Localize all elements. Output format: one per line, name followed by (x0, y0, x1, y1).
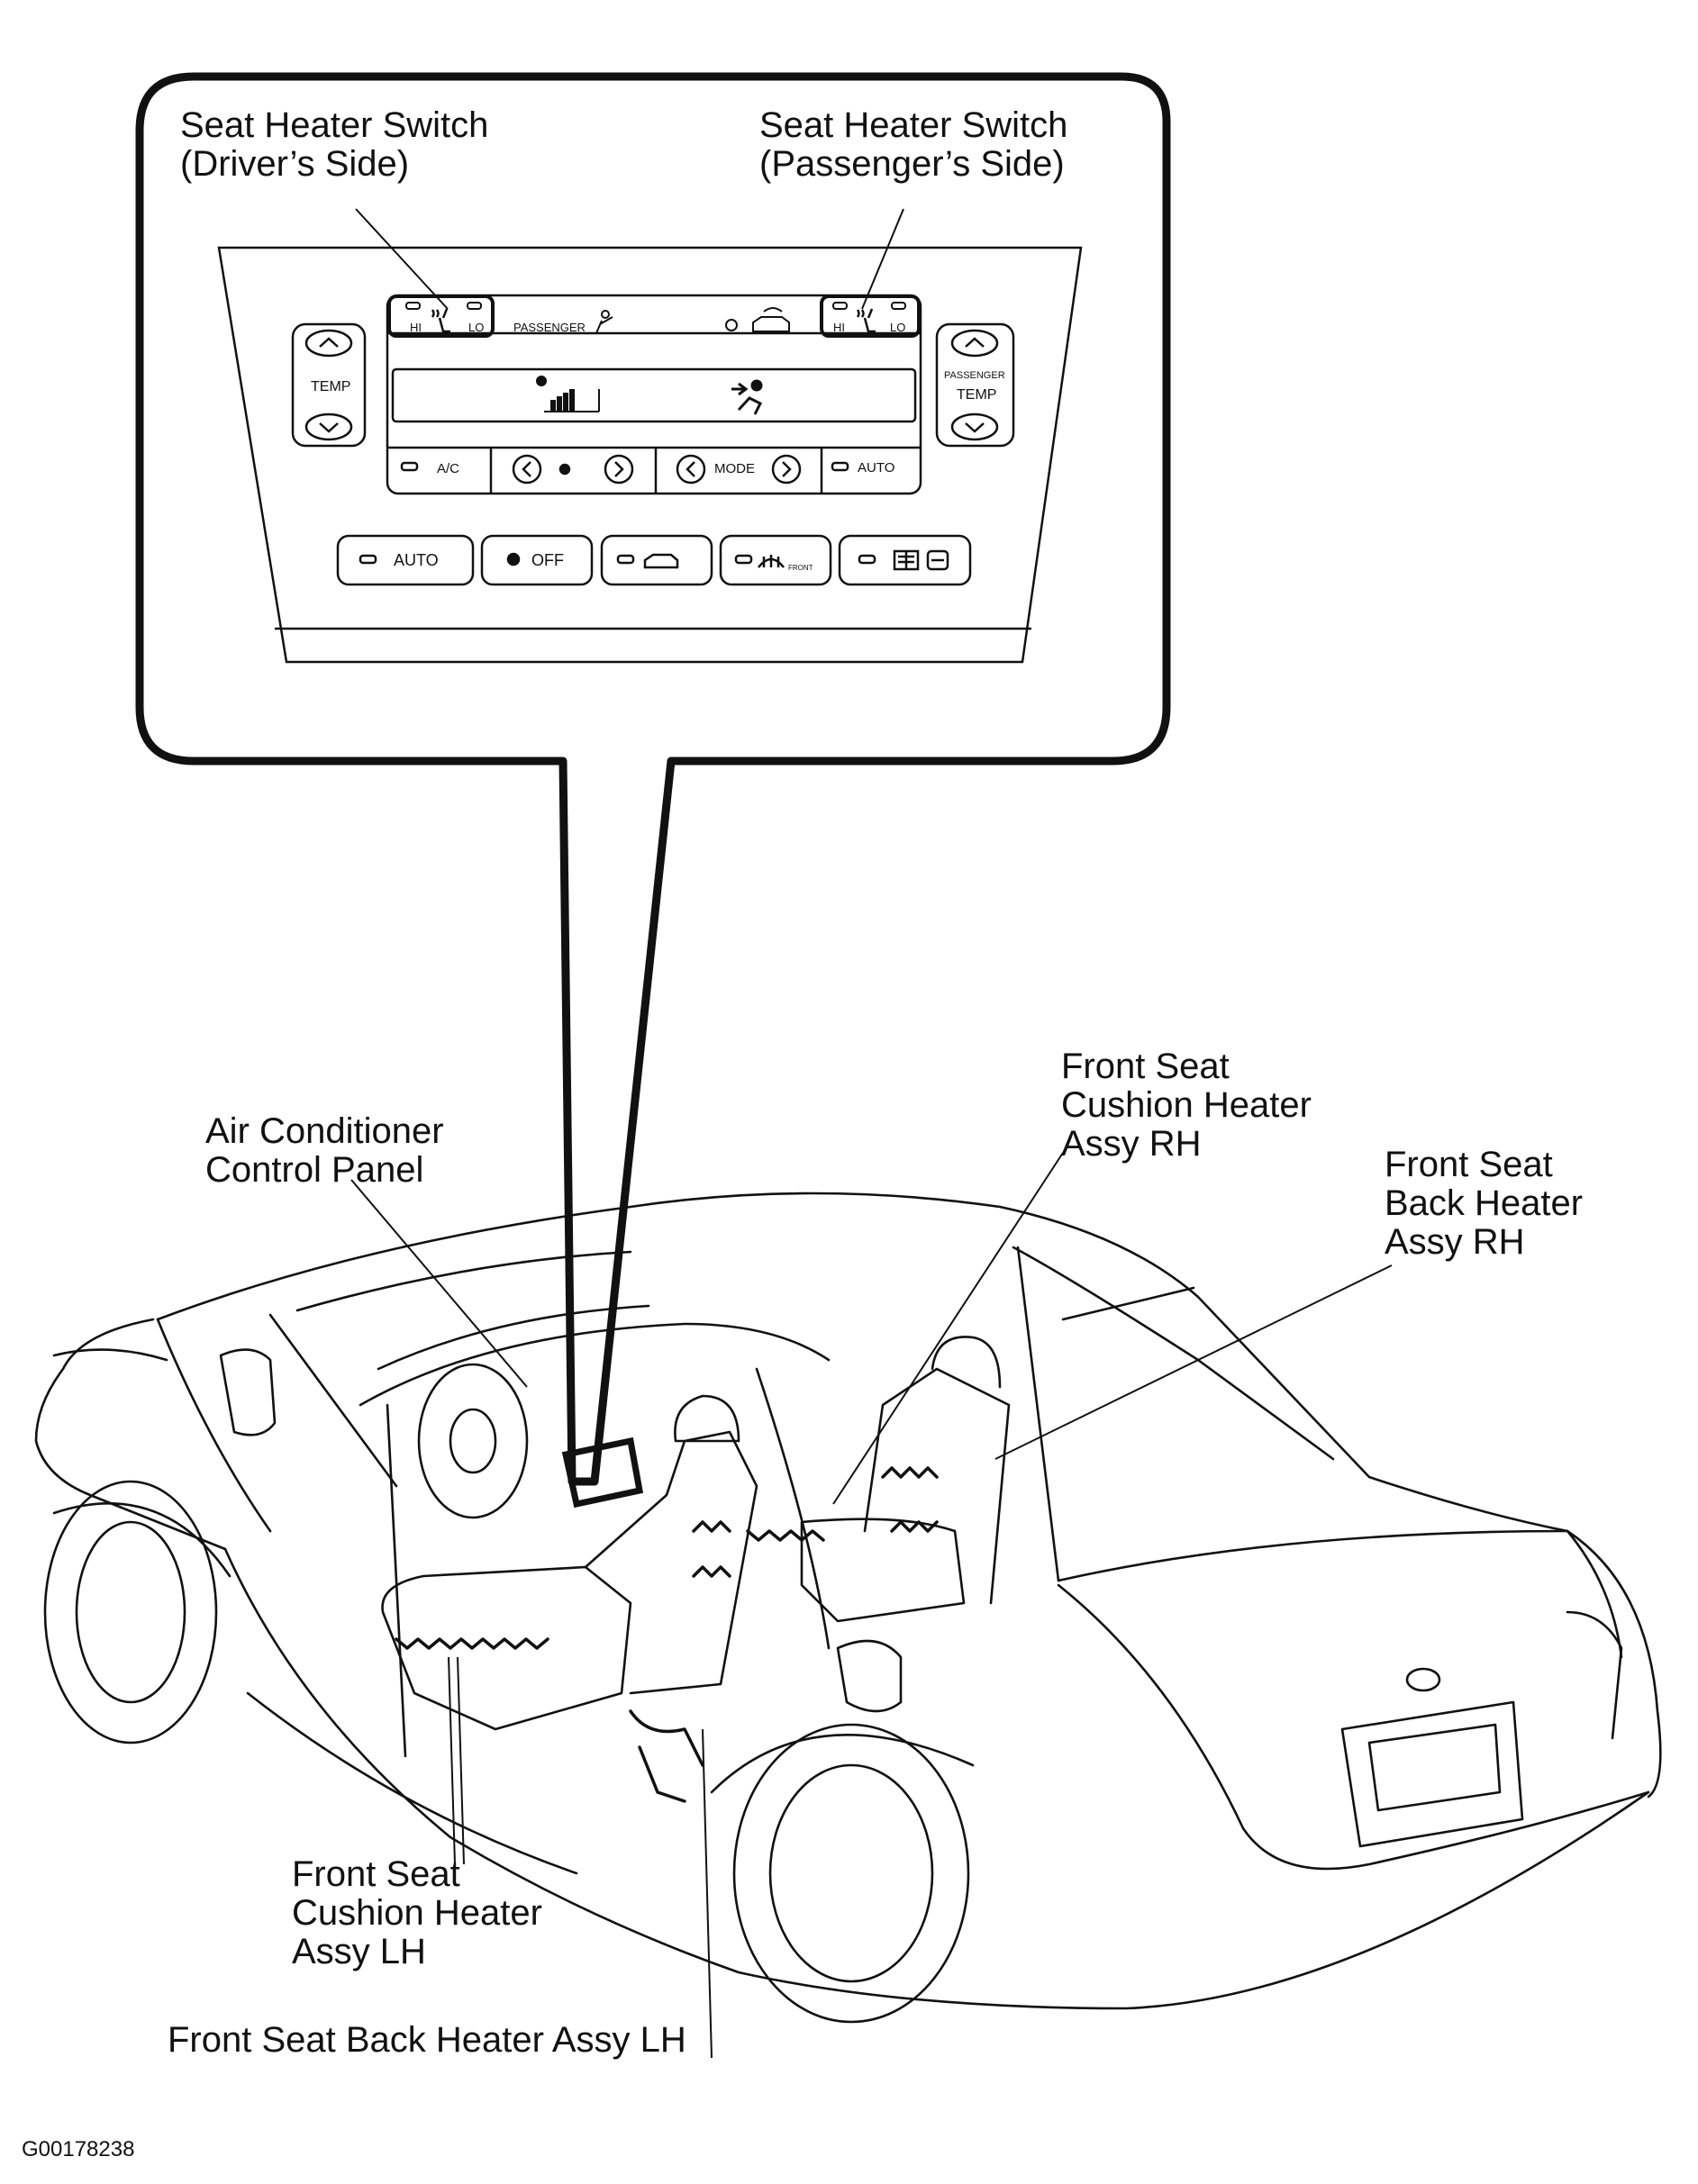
passenger-switch-line-1: Seat Heater Switch (759, 105, 1068, 145)
passenger-seat-belt-icon (595, 310, 613, 334)
cushion-rh-line-1: Front Seat (1061, 1047, 1230, 1086)
callout-bubble (135, 72, 1171, 1486)
mode-button-label: MODE (714, 461, 755, 476)
ac-panel-line-1: Air Conditioner (205, 1111, 444, 1151)
bottom-strip-controls (400, 454, 849, 485)
back-rh-line-2: Back Heater (1385, 1183, 1584, 1223)
passenger-switch-line-2: (Passenger’s Side) (759, 144, 1065, 184)
driver-hi-label: HI (410, 321, 422, 334)
lower-button-row (336, 534, 972, 586)
display-cluster (386, 294, 922, 495)
cushion-rh-line-3: Assy RH (1061, 1124, 1202, 1164)
label-leader-lines (350, 1152, 1393, 2059)
fan-speed-display-icon (536, 376, 600, 412)
fan-off-button-label: OFF (531, 551, 564, 569)
auto-button-label: AUTO (394, 551, 439, 569)
back-rh-line-3: Assy RH (1385, 1222, 1525, 1262)
ac-panel-line-2: Control Panel (205, 1150, 424, 1190)
recirculation-car-icon (752, 307, 790, 332)
panel-location-box (561, 1436, 644, 1509)
passenger-temp-label-1: PASSENGER (944, 370, 1005, 381)
switch-leader-lines (355, 208, 904, 310)
ac-button-label: A/C (437, 461, 460, 476)
passenger-lo-label: LO (890, 321, 906, 334)
back-heater-lh-label: Front Seat Back Heater Assy LH (168, 2020, 686, 2060)
driver-seat-heater-switch-label: Seat Heater Switch (Driver’s Side) (180, 106, 488, 184)
passenger-hi-label: HI (833, 321, 845, 334)
passenger-seat-heater-switch-label: Seat Heater Switch (Passenger’s Side) (759, 106, 1067, 184)
passenger-heater-label: PASSENGER (513, 321, 586, 334)
driver-temp-rocker[interactable] (291, 322, 367, 448)
cushion-lh-line-3: Assy LH (292, 1932, 426, 1971)
cushion-rh-line-2: Cushion Heater (1061, 1085, 1312, 1125)
driver-switch-line-2: (Driver’s Side) (180, 144, 410, 184)
passenger-temp-rocker[interactable] (935, 322, 1015, 448)
cushion-lh-line-1: Front Seat (292, 1854, 460, 1894)
figure-id: G00178238 (22, 2137, 135, 2161)
front-defrost-label: FRONT (788, 564, 813, 572)
driver-switch-line-1: Seat Heater Switch (180, 105, 489, 145)
back-rh-line-1: Front Seat (1385, 1145, 1553, 1184)
ac-control-panel-label: Air Conditioner Control Panel (205, 1112, 444, 1190)
heater-led-indicators (405, 302, 906, 331)
cushion-lh-line-2: Cushion Heater (292, 1893, 542, 1933)
airflow-mode-display-icon (731, 379, 763, 415)
cushion-heater-rh-label: Front Seat Cushion Heater Assy RH (1061, 1047, 1312, 1164)
auto-strip-label: AUTO (858, 460, 895, 476)
driver-lo-label: LO (468, 321, 485, 334)
cushion-heater-lh-label: Front Seat Cushion Heater Assy LH (292, 1855, 542, 1971)
passenger-temp-label-2: TEMP (957, 387, 997, 403)
driver-temp-label: TEMP (311, 379, 351, 394)
ac-control-panel-face (217, 246, 1083, 664)
car-body (34, 1192, 1662, 2024)
seat-heater-icon (431, 308, 876, 333)
back-heater-rh-label: Front Seat Back Heater Assy RH (1385, 1146, 1583, 1262)
